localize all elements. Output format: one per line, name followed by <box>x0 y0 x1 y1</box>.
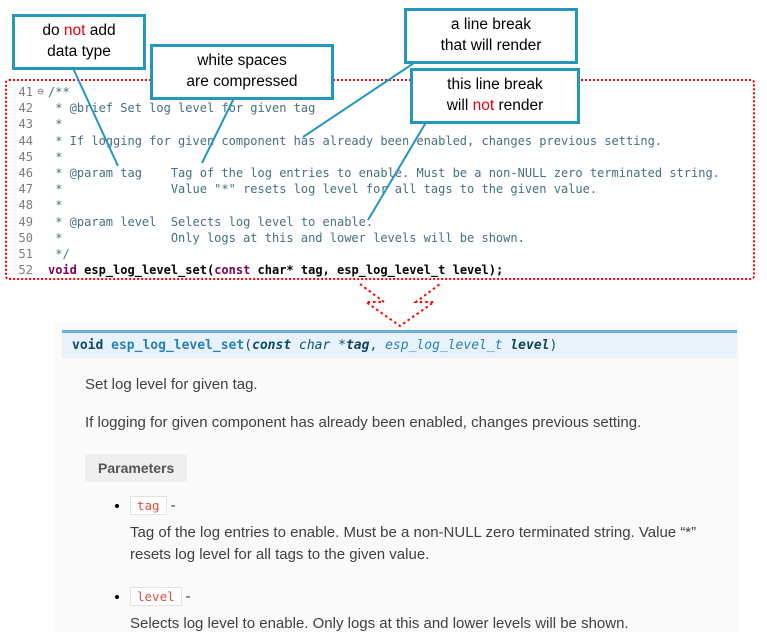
code-text: esp_log_level_set( <box>76 263 215 278</box>
param-name-literal: level <box>130 586 182 606</box>
callout-text: add <box>85 22 116 39</box>
callout-line-break-not-render: this line break will not render <box>410 68 580 124</box>
gutter-space <box>33 100 48 116</box>
line-number: 47 <box>18 182 33 197</box>
gutter-space <box>33 262 48 278</box>
line-number: 49 <box>18 214 33 229</box>
code-line: 48 * <box>11 197 753 213</box>
callout-line-break-renders: a line break that will render <box>404 8 578 64</box>
gutter-space <box>33 214 48 230</box>
code-line: 51 */ <box>11 246 753 262</box>
param-head: level - <box>130 586 739 606</box>
gutter-space <box>33 181 48 197</box>
param-separator: - <box>170 496 176 514</box>
doc-brief-paragraph: Set log level for given tag. <box>85 376 258 393</box>
code-line: 42 * @brief Set log level for given tag <box>11 100 753 116</box>
line-number: 45 <box>18 149 33 164</box>
callout-text: render <box>494 96 544 114</box>
code-text: /** <box>48 85 70 99</box>
code-line: 50 * Only logs at this and lower levels … <box>11 230 753 246</box>
signature-param: tag <box>345 338 370 353</box>
gutter-space <box>33 116 48 132</box>
line-number: 44 <box>18 133 33 148</box>
callout-do-not-add-data-type: do not add data type <box>12 14 146 70</box>
code-line: 45 * <box>11 149 753 165</box>
code-editor-snippet: 41 ⊖ /** 42 * @brief Set log level for g… <box>5 79 755 280</box>
gutter-space <box>33 149 48 165</box>
code-line-function-declaration: 52 void esp_log_level_set(const char* ta… <box>11 262 753 278</box>
parameters-label: Parameters <box>85 453 188 482</box>
code-line: 47 * Value "*" resets log level for all … <box>11 181 753 197</box>
code-line: 41 ⊖ /** <box>11 84 753 100</box>
line-number: 43 <box>18 117 33 132</box>
code-text: * Value "*" resets log level for all tag… <box>48 182 598 197</box>
parameter-list: tag - Tag of the log entries to enable. … <box>55 495 739 636</box>
dotted-transform-arrow <box>359 283 441 328</box>
line-number: 52 <box>18 263 33 278</box>
code-text: * Only logs at this and lower levels wil… <box>48 230 525 245</box>
keyword-const: const <box>214 263 251 278</box>
code-text: void esp_log_level_set(const char* tag, … <box>48 262 503 278</box>
signature-param: level <box>510 338 550 353</box>
param-description: Tag of the log entries to enable. Must b… <box>130 523 697 564</box>
callout-text: this line break <box>447 76 543 93</box>
code-text: * <box>48 117 63 132</box>
param-item: level - Selects log level to enable. Onl… <box>130 586 739 636</box>
gutter-space <box>33 133 48 149</box>
callout-text: that will render <box>440 36 542 54</box>
signature-paren: ) <box>549 338 558 353</box>
code-text: * <box>48 149 63 164</box>
signature-paren: ( <box>244 338 253 353</box>
code-line: 43 * <box>11 116 753 132</box>
param-separator: - <box>185 587 191 605</box>
gutter-space <box>33 230 48 246</box>
callout-text: data type <box>47 42 111 60</box>
param-head: tag - <box>130 495 739 515</box>
code-line: 49 * @param level Selects log level to e… <box>11 214 753 230</box>
rendered-docs-panel: void esp_log_level_set(const char *tag, … <box>55 322 739 632</box>
code-line: 44 * If logging for given component has … <box>11 133 753 149</box>
keyword-void: void <box>48 263 77 278</box>
line-number: 42 <box>18 101 33 116</box>
fold-icon: ⊖ <box>37 85 44 98</box>
callout-text: are compressed <box>186 72 298 90</box>
signature-return-type: void <box>72 338 104 353</box>
callout-text: a line break <box>450 16 532 33</box>
callout-text: white spaces <box>197 52 287 69</box>
signature-type: char * <box>291 338 346 353</box>
signature-function-name: esp_log_level_set <box>111 338 245 353</box>
line-number: 51 <box>18 246 33 261</box>
function-signature: void esp_log_level_set(const char *tag, … <box>62 330 737 358</box>
signature-type: esp_log_level_t <box>385 338 511 353</box>
signature-separator: , <box>369 338 386 353</box>
gutter-space <box>33 165 48 181</box>
param-description: Selects log level to enable. Only logs a… <box>130 614 629 632</box>
callout-text-not: not <box>472 96 495 114</box>
callout-text-not: not <box>63 22 86 39</box>
gutter-space <box>33 197 48 213</box>
code-text: * If logging for given component has alr… <box>48 133 663 148</box>
callout-text: will <box>446 96 473 114</box>
callout-text: do <box>42 22 64 39</box>
callout-white-spaces-compressed: white spaces are compressed <box>150 44 334 100</box>
line-number: 46 <box>18 165 33 180</box>
doc-detail-paragraph: If logging for given component has alrea… <box>85 413 642 431</box>
code-line: 46 * @param tag Tag of the log entries t… <box>11 165 753 181</box>
param-item: tag - Tag of the log entries to enable. … <box>130 495 739 567</box>
code-text: * @brief Set log level for given tag <box>48 101 316 116</box>
code-text: * @param level Selects log level to enab… <box>48 214 374 229</box>
code-text: char* tag, esp_log_level_t level); <box>250 263 504 278</box>
signature-space <box>103 338 111 353</box>
code-text: * <box>48 198 63 213</box>
code-text: * @param tag Tag of the log entries to e… <box>48 165 720 180</box>
signature-const-keyword: const <box>252 338 292 353</box>
gutter-space <box>33 246 48 262</box>
param-name-literal: tag <box>130 495 167 515</box>
line-number: 41 <box>18 85 33 99</box>
line-number: 50 <box>18 230 33 245</box>
code-text: */ <box>48 246 70 261</box>
line-number: 48 <box>18 198 33 213</box>
